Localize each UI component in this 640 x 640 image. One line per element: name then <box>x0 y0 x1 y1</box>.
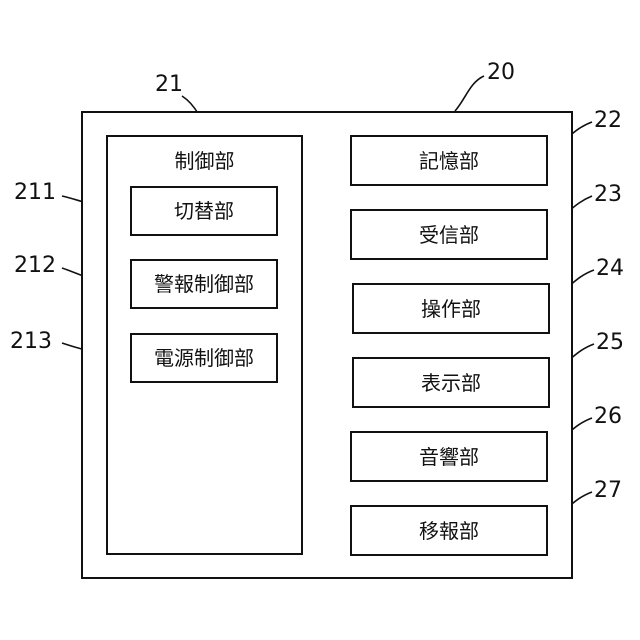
unit-box-23: 受信部 <box>350 209 548 260</box>
ref-23: 23 <box>594 182 622 208</box>
ref-20: 20 <box>487 60 515 86</box>
ref-21: 21 <box>155 72 183 98</box>
unit-label-23: 受信部 <box>352 223 546 247</box>
unit-box-24: 操作部 <box>352 283 550 334</box>
ref-27: 27 <box>594 478 622 504</box>
unit-label-22: 記憶部 <box>352 149 546 173</box>
subunit-label-213: 電源制御部 <box>132 346 276 370</box>
ref-211: 211 <box>14 180 56 206</box>
subunit-label-211: 切替部 <box>132 199 276 223</box>
ref-24: 24 <box>596 256 624 282</box>
ref-25: 25 <box>596 330 624 356</box>
subunit-box-211: 切替部 <box>130 186 278 236</box>
unit-label-26: 音響部 <box>352 445 546 469</box>
ref-213: 213 <box>10 329 52 355</box>
subunit-label-212: 警報制御部 <box>132 272 276 296</box>
ref-22: 22 <box>594 108 622 134</box>
unit-box-26: 音響部 <box>350 431 548 482</box>
ref-26: 26 <box>594 404 622 430</box>
unit-box-25: 表示部 <box>352 357 550 408</box>
leader-20 <box>455 76 484 111</box>
subunit-box-213: 電源制御部 <box>130 333 278 383</box>
unit-box-22: 記憶部 <box>350 135 548 186</box>
unit-box-27: 移報部 <box>350 505 548 556</box>
subunit-box-212: 警報制御部 <box>130 259 278 309</box>
control-label: 制御部 <box>108 149 301 173</box>
unit-label-24: 操作部 <box>354 297 548 321</box>
unit-label-27: 移報部 <box>352 519 546 543</box>
unit-label-25: 表示部 <box>354 371 548 395</box>
ref-212: 212 <box>14 253 56 279</box>
